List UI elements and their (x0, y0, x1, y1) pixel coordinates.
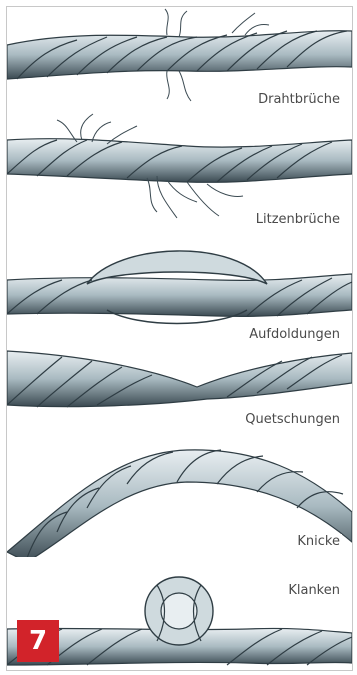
panel-aufdoldungen: Aufdoldungen (7, 232, 352, 347)
label-klanken: Klanken (286, 583, 342, 598)
panel-drahtbrueche: Drahtbrüche (7, 7, 352, 112)
label-quetschungen: Quetschungen (243, 412, 342, 427)
panel-knicke: Knicke (7, 442, 352, 557)
panel-litzenbrueche: Litzenbrüche (7, 112, 352, 232)
label-aufdoldungen: Aufdoldungen (247, 327, 342, 342)
label-drahtbrueche: Drahtbrüche (256, 92, 342, 107)
rope-illustration-crushing (7, 347, 352, 442)
figure-number-badge: 7 (17, 620, 59, 662)
label-knicke: Knicke (295, 534, 342, 549)
panel-quetschungen: Quetschungen (7, 347, 352, 442)
figure-frame: Drahtbrüche Litzenbrüche (6, 6, 353, 671)
label-litzenbrueche: Litzenbrüche (254, 212, 342, 227)
